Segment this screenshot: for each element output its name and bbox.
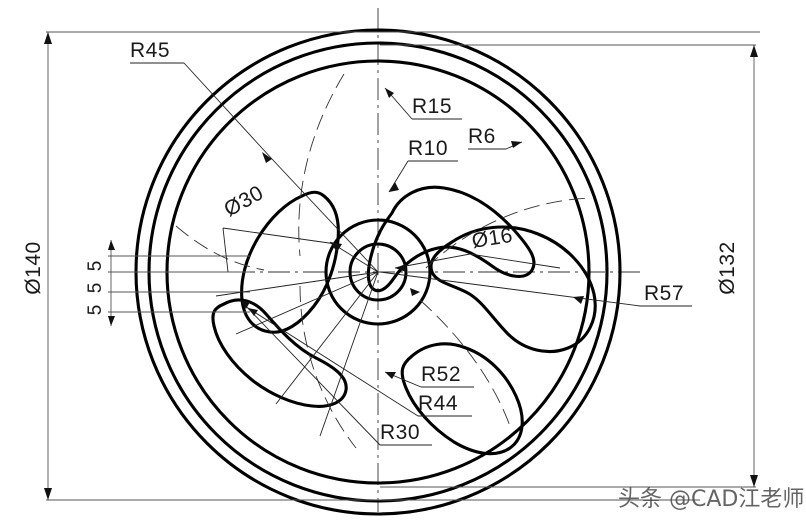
watermark: 头条 @CAD江老师 [618,487,804,512]
d16-leader-line-2 [394,253,471,269]
leader-r45: R45 [130,39,273,163]
leader-d30: Ø30 [220,181,337,273]
label-r44: R44 [418,392,458,415]
phantom-arc-right [425,197,593,269]
d16-leader-line [469,253,561,269]
leader-r52: R52 [384,363,474,388]
d132-arrow-top [750,45,758,57]
label-r45: R45 [130,39,170,62]
leader-r15: R15 [384,87,462,120]
r57-leader-line [379,271,641,307]
step-arrow-bottom [108,316,115,326]
d132-arrow-bottom [750,475,758,487]
d30-leader-line-2 [222,227,229,273]
label-step-2: 5 [85,283,106,294]
d140-arrow-bottom [44,488,52,500]
label-r6: R6 [468,125,496,148]
dimension-inner-rim-diameter: Ø132 [380,44,758,488]
radial-leader-3 [275,271,379,405]
radial-leader-1 [215,271,379,297]
label-d132: Ø132 [716,241,739,294]
radial-leader-5 [271,158,379,273]
radial-leader-lines [215,158,420,437]
radial-leader-2 [235,271,379,335]
r44-leader-line [247,307,419,417]
label-d16: Ø16 [470,224,514,253]
label-d140: Ø140 [22,241,45,294]
construction-arcs [175,73,593,449]
dimension-outer-diameter: Ø140 [22,31,760,501]
d140-arrow-top [44,32,52,44]
r57-arrow [573,296,584,304]
phantom-arc-upper [298,73,345,257]
pocket-right-wing [429,225,597,354]
phantom-arc-left [175,225,265,271]
pocket-lower-right [400,342,524,456]
hub-outer-circle [324,218,432,326]
leader-r57: R57 [379,271,692,307]
leader-r10: R10 [388,137,458,193]
r6-arrow [511,141,522,148]
label-step-3: 5 [85,305,106,316]
leader-r6: R6 [468,125,523,150]
label-d30: Ø30 [220,181,267,221]
radial-arrow-left [330,242,342,252]
label-r57: R57 [644,282,684,305]
leader-r30: R30 [239,299,432,446]
leader-r44: R44 [247,307,472,417]
step-arrow-top [108,240,115,250]
r45-arrow [262,152,272,163]
phantom-arc-lower [299,285,357,449]
r30-arrow [240,300,250,309]
label-r15: R15 [412,95,452,118]
phantom-arc-lower-right [419,299,511,427]
label-step-1: 5 [85,261,106,272]
radial-leader-4 [319,271,379,437]
label-r10: R10 [408,137,448,160]
pocket-lower-left [211,298,348,408]
r10-arrow [389,182,399,192]
r45-leader-line [183,62,273,160]
right-wing-pocket [429,225,597,354]
r44-arrow [248,308,258,316]
radial-arrow-lower [410,288,420,296]
watermark-label: 头条 @CAD江老师 [618,487,804,512]
r52-arrow [385,372,396,379]
r15-arrow [385,88,394,98]
r30-leader-line [239,299,381,446]
dimension-rim-steps: 5 5 5 [85,240,250,326]
d30-leader-line [222,227,337,245]
d16-arrow [395,264,406,272]
label-r30: R30 [380,421,420,444]
label-r52: R52 [421,363,461,386]
